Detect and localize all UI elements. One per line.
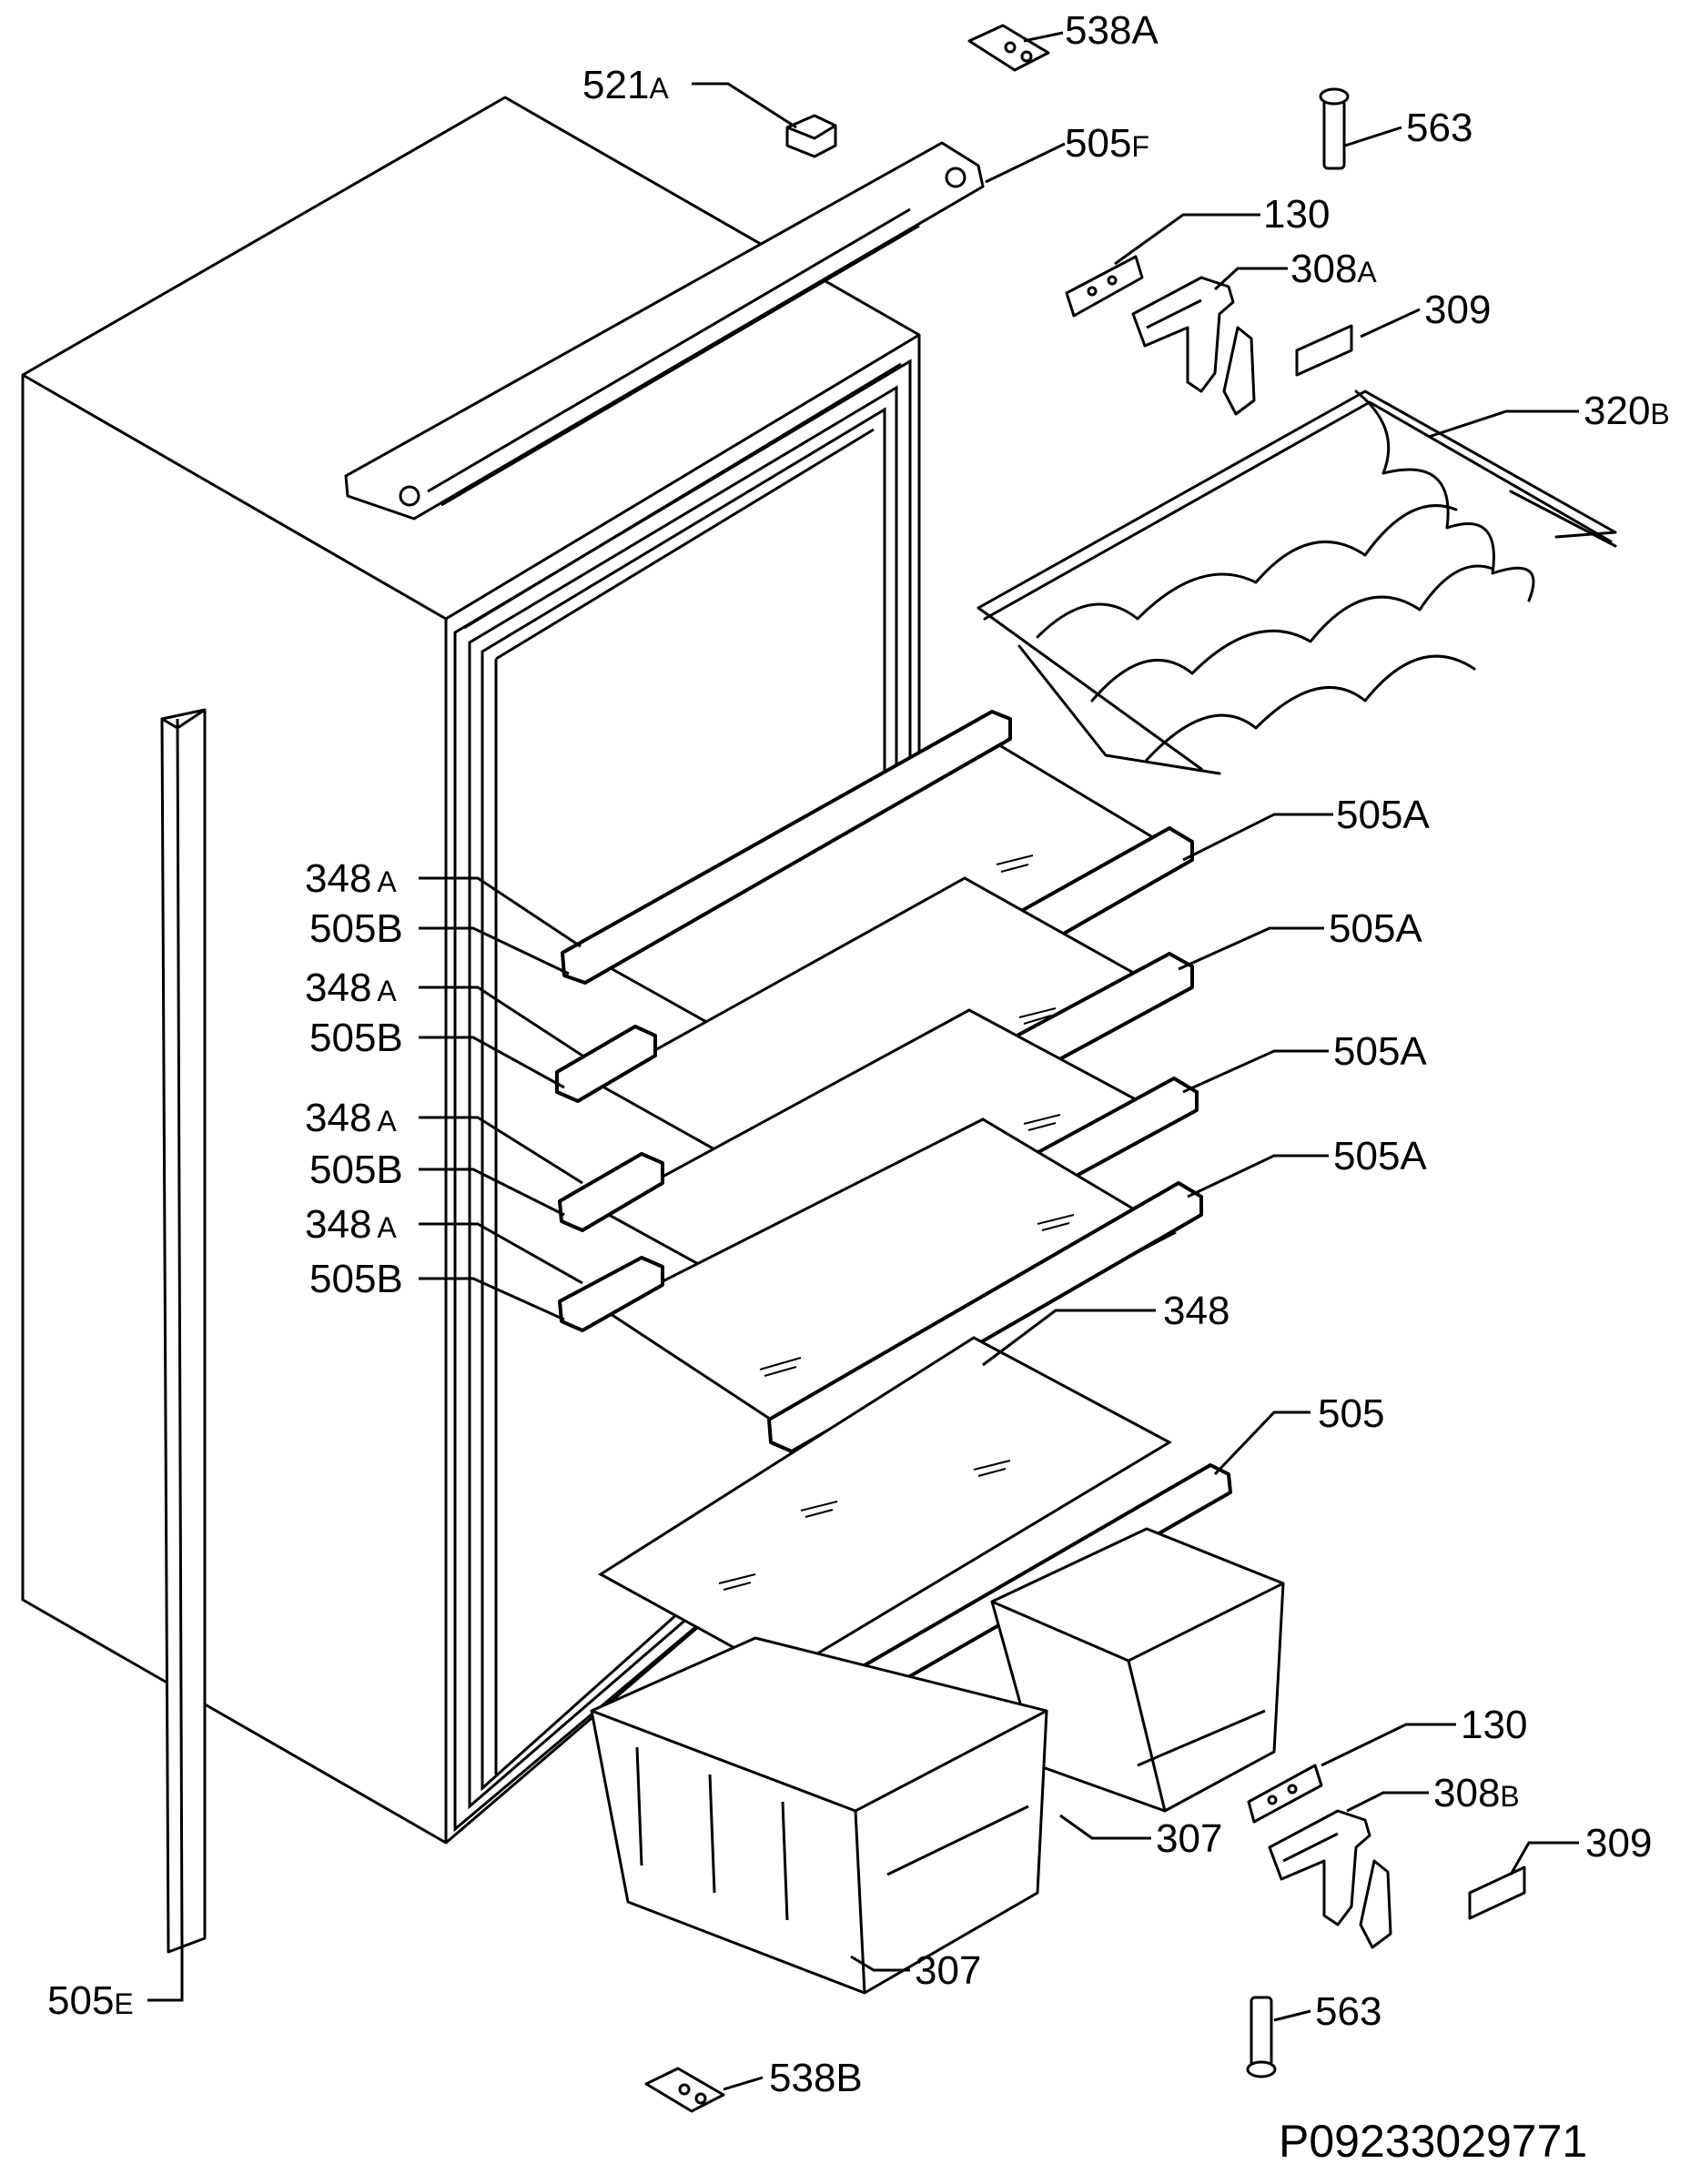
cap-521a bbox=[785, 114, 837, 158]
label-308a: 308A bbox=[1290, 247, 1377, 291]
label-307-right: 307 bbox=[1156, 1816, 1222, 1861]
label-505a-2: 505A bbox=[1329, 906, 1422, 951]
label-309-top: 309 bbox=[1424, 288, 1491, 332]
bottle-rack-320b bbox=[977, 389, 1617, 775]
side-trim-505e bbox=[160, 708, 207, 1954]
hinge-plate-538a bbox=[967, 24, 1050, 72]
top-trim-505f bbox=[344, 141, 985, 521]
label-505b-2: 505B bbox=[309, 1016, 403, 1060]
label-320b: 320B bbox=[1584, 389, 1670, 433]
cover-309-top bbox=[1295, 324, 1353, 377]
part-labels: 538A 521A 563 505F 130 308A 309 320B 505… bbox=[47, 8, 1670, 2100]
crisper-cover-348 bbox=[598, 1336, 1173, 1676]
label-348: 348 bbox=[1163, 1289, 1230, 1333]
label-505a-4: 505A bbox=[1333, 1134, 1427, 1178]
label-505a-3: 505A bbox=[1333, 1029, 1427, 1074]
hinge-308b bbox=[1268, 1809, 1392, 1949]
glass-shelf-4 bbox=[558, 1117, 1203, 1453]
pin-563-top bbox=[1319, 87, 1350, 170]
label-309-bottom: 309 bbox=[1585, 1821, 1652, 1866]
label-505b-1: 505B bbox=[309, 906, 403, 951]
label-538b: 538B bbox=[769, 2056, 863, 2100]
drawing-code: P09233029771 bbox=[1279, 2116, 1587, 2167]
label-505b-3: 505B bbox=[309, 1148, 403, 1192]
label-538a: 538A bbox=[1065, 8, 1159, 53]
label-308b: 308B bbox=[1433, 1771, 1520, 1815]
label-307-left: 307 bbox=[915, 1948, 981, 1993]
label-505a-1: 505A bbox=[1336, 793, 1430, 837]
pin-563-bottom bbox=[1246, 1996, 1277, 2078]
label-505f: 505F bbox=[1065, 121, 1149, 166]
hinge-308a bbox=[1131, 276, 1256, 416]
label-563-top: 563 bbox=[1406, 106, 1472, 150]
label-130-top: 130 bbox=[1263, 192, 1330, 237]
bracket-130-bottom bbox=[1247, 1764, 1323, 1824]
label-521a: 521A bbox=[582, 63, 669, 107]
label-505e: 505E bbox=[47, 1978, 134, 2023]
label-563-bottom: 563 bbox=[1315, 1989, 1381, 2034]
label-505b-4: 505B bbox=[309, 1257, 403, 1301]
leader-lines bbox=[147, 31, 1579, 2091]
label-505: 505 bbox=[1318, 1391, 1384, 1436]
bracket-130-top bbox=[1065, 255, 1144, 318]
hinge-plate-538b bbox=[644, 2067, 725, 2113]
label-130-bottom: 130 bbox=[1461, 1703, 1527, 1747]
crisper-drawer-307-left bbox=[590, 1636, 1048, 1995]
cover-309-bottom bbox=[1468, 1866, 1526, 1920]
